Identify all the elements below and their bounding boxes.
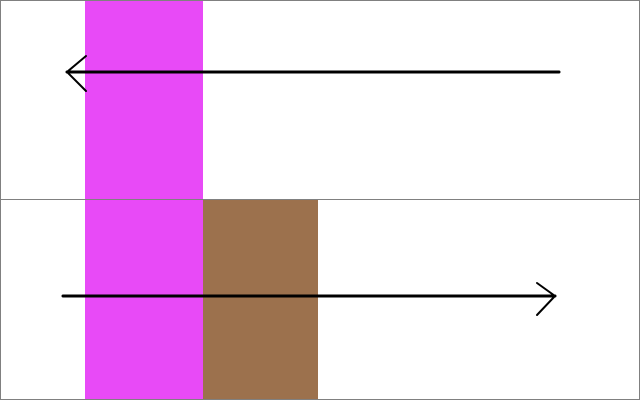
bottom-brown-block [203, 200, 318, 399]
top-magenta-block [85, 1, 203, 200]
right-arrowhead-icon [536, 282, 557, 316]
bottom-magenta-block [85, 200, 203, 399]
bottom-panel [0, 199, 640, 400]
left-arrowhead-icon [65, 55, 87, 92]
top-panel [0, 0, 640, 200]
